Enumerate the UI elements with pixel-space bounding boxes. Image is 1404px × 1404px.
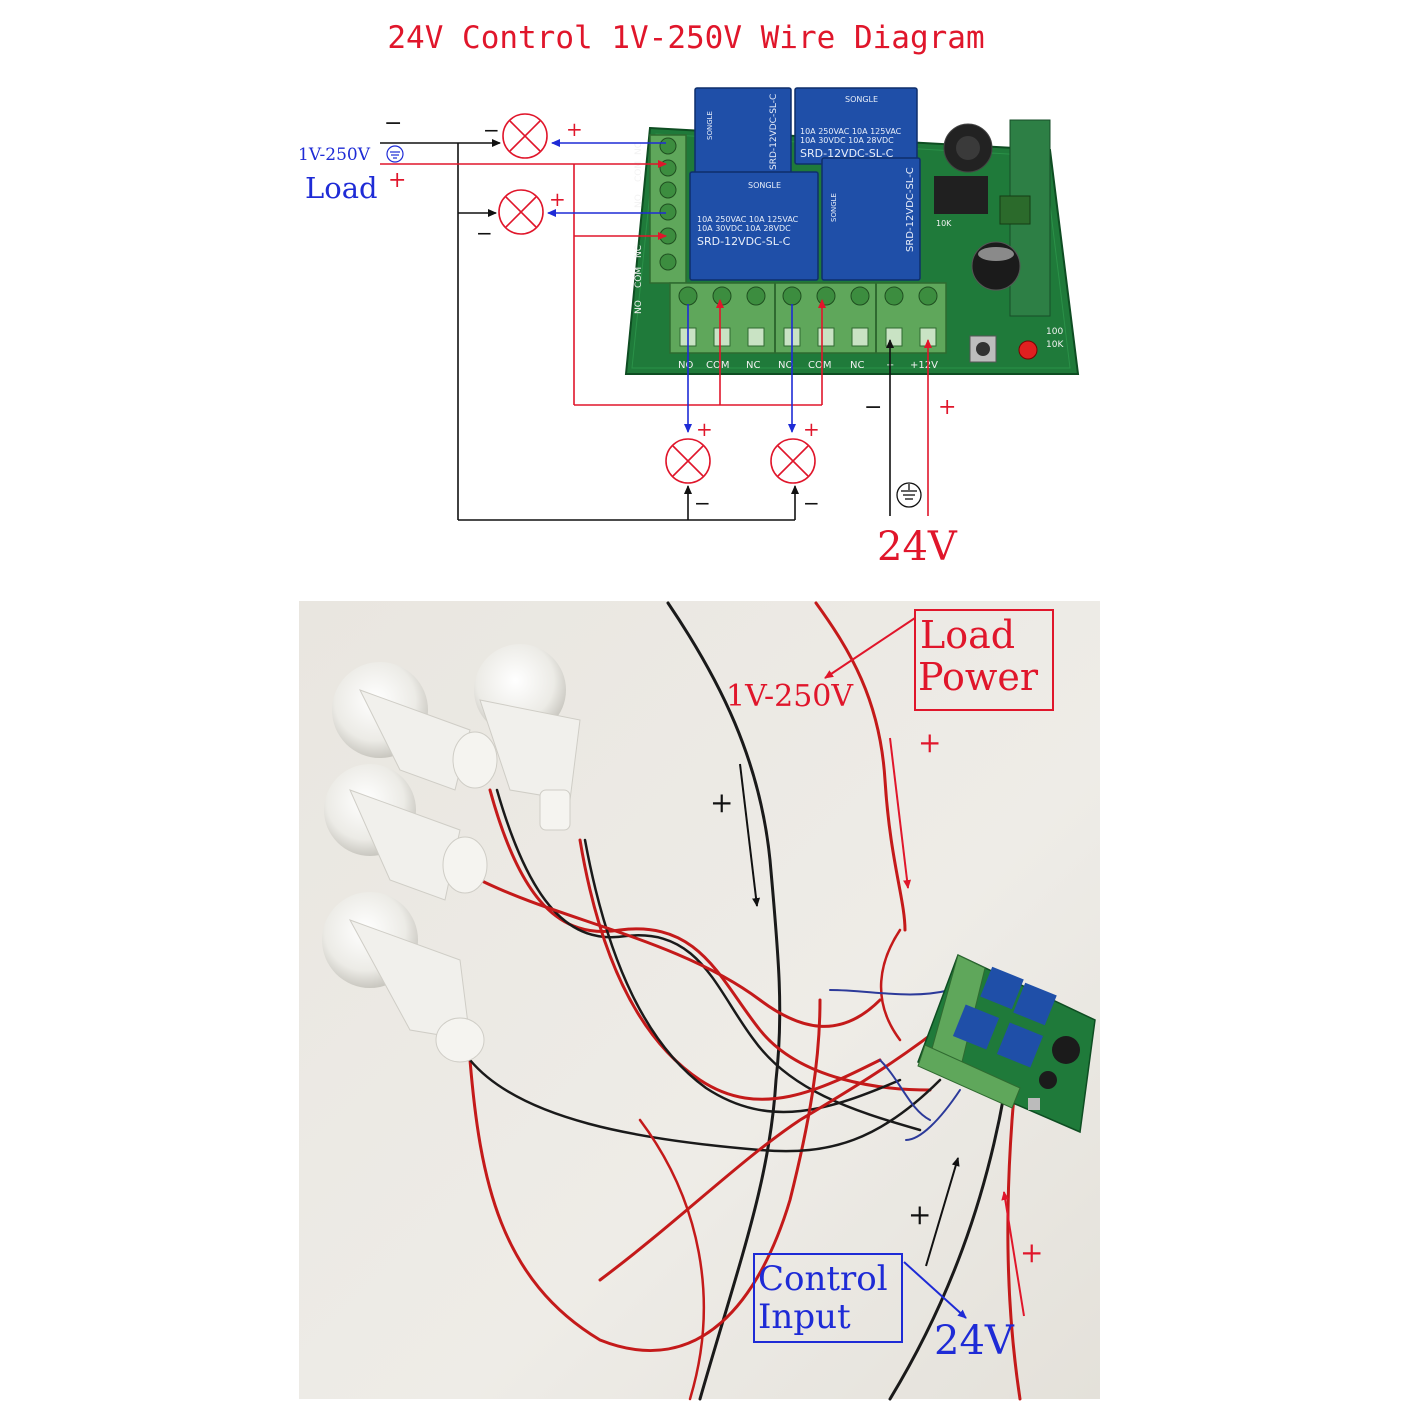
lamp-4-minus: −: [803, 491, 820, 515]
control-input-box: [753, 1253, 903, 1343]
control-input-line-2: Input: [758, 1297, 851, 1337]
decoder-chip: [934, 176, 988, 214]
lamp-3-plus: +: [696, 417, 713, 441]
status-led: [1018, 340, 1038, 360]
pot-label: 10K: [936, 219, 952, 228]
bottom-label-6: NC: [850, 360, 864, 371]
lamp-4-plus: +: [803, 417, 820, 441]
load-plus-photo: +: [918, 726, 941, 759]
relay-2: SONGLE 10A 250VAC 10A 125VAC 10A 30VDC 1…: [794, 87, 918, 165]
relay-1-brand: SONGLE: [706, 111, 714, 140]
control-ground-icon: [896, 482, 922, 508]
lamp-icon-3: [665, 438, 711, 484]
lamp-2-minus: −: [476, 221, 493, 245]
light-bulb-4: [322, 892, 485, 1063]
bottom-terminal-screws: [678, 286, 938, 306]
side-terminal-block: [649, 134, 687, 284]
load-plus-label: +: [388, 168, 406, 193]
lamp-3-minus: −: [694, 491, 711, 515]
relay-3-rating-2: 10A 30VDC 10A 28VDC: [697, 224, 791, 233]
load-output-wires: [547, 139, 796, 433]
resistor-label-1: 100: [1046, 327, 1063, 337]
load-label: Load: [305, 171, 378, 205]
load-voltage-photo: 1V-250V: [726, 679, 854, 714]
relay-board: NC COM NO NC COM NO: [624, 87, 1080, 375]
relay-1: SRD-12VDC-SL-C SONGLE: [694, 87, 792, 175]
light-bulb-1: [332, 662, 498, 791]
relay-3-brand: SONGLE: [748, 181, 781, 190]
load-power-line-2: Power: [918, 655, 1039, 699]
light-bulb-2: [474, 644, 581, 831]
wiring-photo: Load Power 1V-250V + + Control Input 24V…: [299, 601, 1100, 1401]
relay-2-rating-2: 10A 30VDC 10A 28VDC: [800, 136, 894, 145]
relay-2-model: SRD-12VDC-SL-C: [800, 147, 894, 160]
relay-3-model: SRD-12VDC-SL-C: [697, 235, 791, 248]
trimmer-pot: [999, 195, 1031, 225]
control-plus-label: +: [938, 395, 956, 420]
bottom-label-8: +12V: [910, 360, 938, 371]
side-label-5: COM: [634, 267, 644, 288]
bottom-label-1: NO: [678, 360, 693, 371]
light-bulb-3: [324, 764, 488, 901]
lamp-icon-1: [502, 113, 548, 159]
load-voltage-label: 1V-250V: [298, 145, 371, 165]
receiver-components: 100 10K 10K: [934, 119, 1064, 363]
side-label-6: NO: [634, 300, 644, 314]
load-power-box: [914, 609, 1054, 711]
bottom-label-3: NC: [746, 360, 760, 371]
photo-wires: [468, 601, 1022, 1401]
control-plus-red-photo: +: [1020, 1236, 1043, 1269]
bottom-terminal-block: [669, 282, 947, 354]
control-input-annotation: Control Input 24V + +: [753, 1157, 1043, 1364]
side-terminal-labels: NC COM NO NC COM NO: [634, 142, 644, 314]
lamp-2-plus: +: [549, 187, 566, 211]
control-supply-wires: [886, 339, 932, 516]
relay-4-model: SRD-12VDC-SL-C: [905, 167, 916, 252]
bottom-label-2: COM: [706, 360, 729, 371]
side-label-3: NO: [634, 194, 644, 208]
load-plus-black-photo: +: [710, 786, 733, 819]
bottom-label-4: NO: [778, 360, 793, 371]
load-negative-wires: [380, 139, 799, 521]
bottom-label-5: COM: [808, 360, 831, 371]
load-ground-icon: [386, 145, 404, 163]
wire-diagram: NC COM NO NC COM NO: [298, 87, 1080, 570]
relay-4: SRD-12VDC-SL-C SONGLE: [821, 157, 921, 281]
control-voltage-label: 24V: [877, 524, 958, 570]
lamp-1-plus: +: [566, 117, 583, 141]
diagram-title: 24V Control 1V-250V Wire Diagram: [387, 20, 984, 56]
lamp-icon-4: [770, 438, 816, 484]
relay-3: SONGLE 10A 250VAC 10A 125VAC 10A 30VDC 1…: [689, 171, 819, 281]
control-plus-black-photo: +: [908, 1198, 931, 1231]
load-power-line-1: Load: [920, 613, 1015, 657]
control-minus-label: −: [864, 395, 882, 420]
relay-1-model: SRD-12VDC-SL-C: [769, 94, 779, 170]
load-positive-wires: [380, 160, 826, 406]
side-terminal-screws: [659, 137, 677, 271]
load-power-annotation: Load Power 1V-250V + +: [710, 609, 1054, 907]
relay-3-rating-1: 10A 250VAC 10A 125VAC: [697, 215, 799, 224]
side-label-2: COM: [634, 161, 644, 182]
side-label-1: NC: [634, 142, 644, 155]
side-label-4: NC: [634, 245, 644, 258]
relay-2-rating-1: 10A 250VAC 10A 125VAC: [800, 127, 902, 136]
relay-4-brand: SONGLE: [830, 193, 838, 222]
control-input-line-1: Control: [758, 1259, 888, 1299]
relay-2-brand: SONGLE: [845, 95, 878, 104]
photo-relay-board: [917, 953, 1096, 1134]
resistor-label-2: 10K: [1046, 340, 1064, 350]
load-minus-label: −: [384, 111, 402, 136]
control-voltage-photo: 24V: [934, 1318, 1015, 1364]
lamp-1-minus: −: [483, 118, 500, 142]
lamp-icon-2: [498, 189, 544, 235]
